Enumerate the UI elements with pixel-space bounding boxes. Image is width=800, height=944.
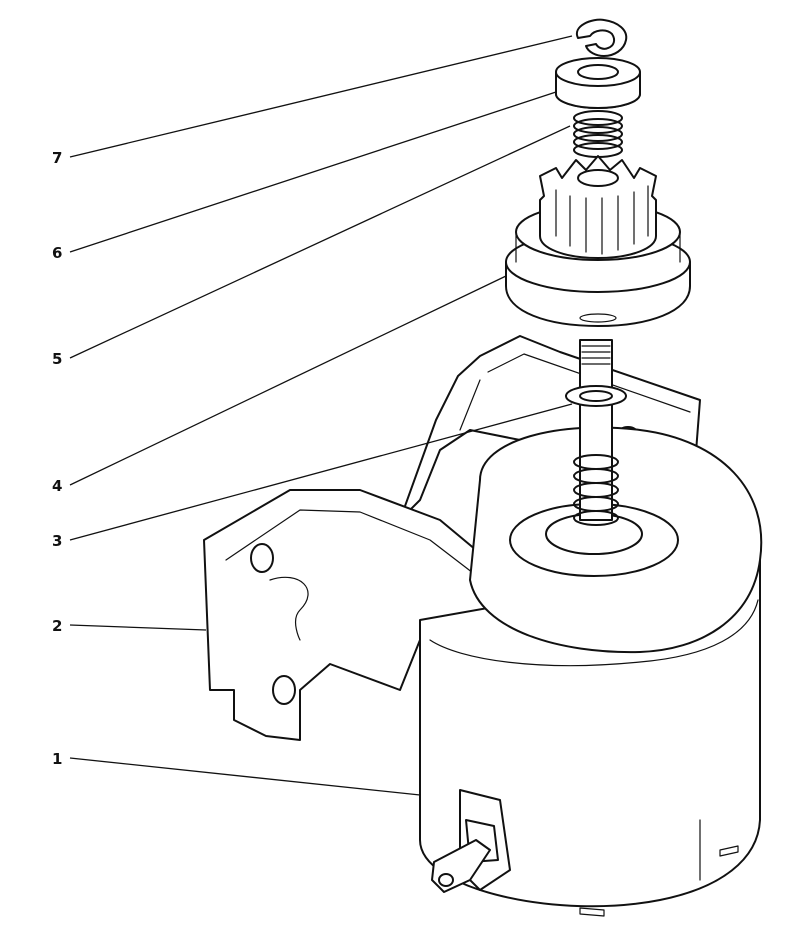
- callout-labels: 7 6 5 4 3 2 1: [52, 149, 62, 768]
- leader-4: [69, 275, 507, 486]
- small-spring: [573, 110, 623, 158]
- mounting-bracket: [203, 335, 701, 741]
- callout-6: 6: [52, 244, 62, 262]
- leader-2: [69, 624, 207, 631]
- callout-3: 3: [52, 532, 62, 550]
- leader-6: [69, 91, 557, 253]
- callout-1: 1: [52, 750, 62, 768]
- callout-2: 2: [52, 617, 62, 635]
- motor-housing: [419, 426, 763, 917]
- leader-lines: [69, 35, 573, 796]
- leader-7: [69, 35, 573, 158]
- callout-4: 4: [52, 477, 62, 495]
- retaining-clip: [575, 18, 628, 57]
- callout-7: 7: [52, 149, 62, 167]
- callout-5: 5: [52, 350, 62, 368]
- leader-5: [69, 125, 571, 359]
- leader-1: [69, 757, 421, 796]
- cap-washer: [555, 57, 641, 109]
- drive-shaft: [565, 339, 627, 526]
- pinion-gear: [505, 155, 691, 327]
- leader-3: [69, 403, 573, 541]
